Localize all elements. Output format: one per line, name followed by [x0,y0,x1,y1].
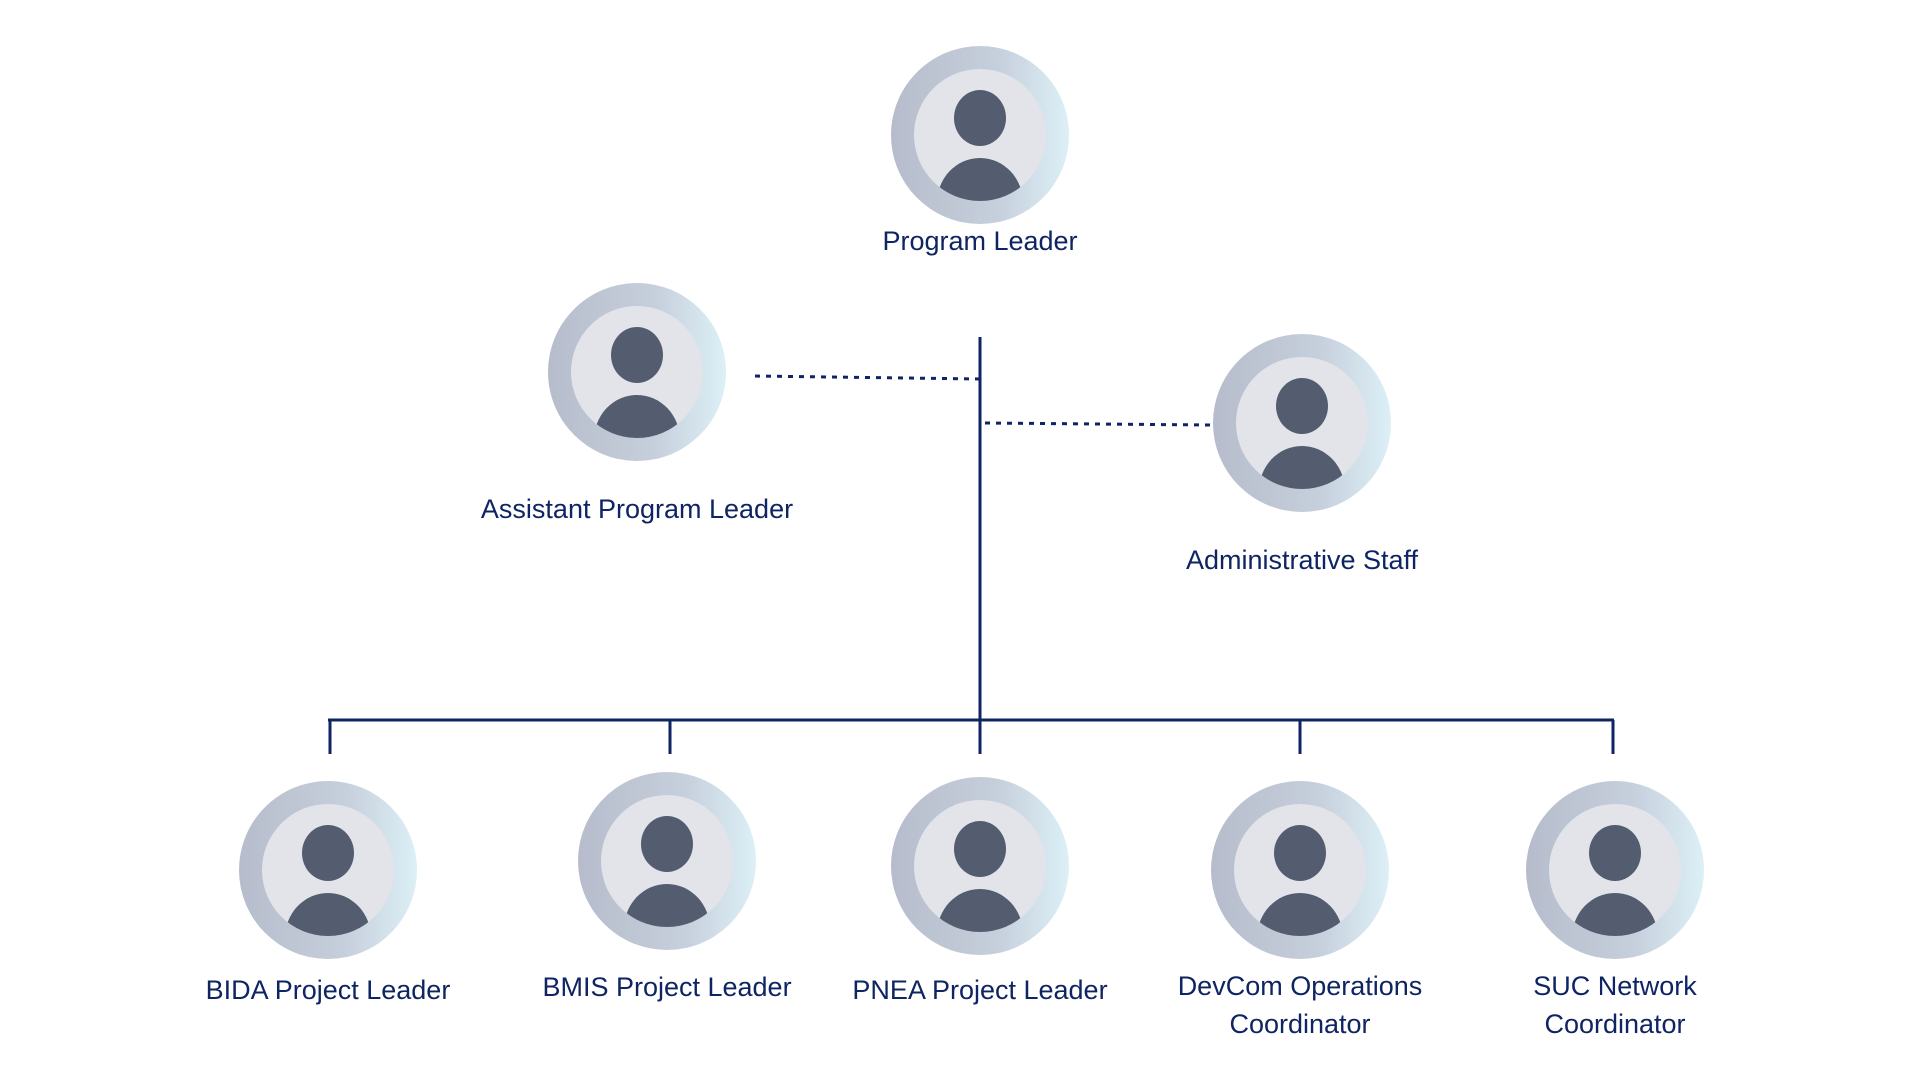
dotted-link-assistant [754,374,981,381]
node-label: BMIS Project Leader [542,972,792,1002]
person-avatar-icon [891,777,1069,955]
node-label: Administrative Staff [1185,545,1419,575]
node-label: BIDA Project Leader [205,975,451,1005]
person-avatar-icon [239,781,417,959]
node-label: SUC Network Coordinator [1533,971,1697,1039]
node-label: DevCom Operations Coordinator [1177,971,1423,1039]
node-label: PNEA Project Leader [852,975,1108,1005]
node-label: Assistant Program Leader [480,494,794,524]
dotted-link-admin-staff [984,421,1211,427]
person-avatar-icon [1213,334,1391,512]
person-avatar-icon [1211,781,1389,959]
person-avatar-icon [578,772,756,950]
node-label: Program Leader [882,226,1078,256]
person-avatar-icon [891,46,1069,224]
person-avatar-icon [548,283,726,461]
person-avatar-icon [1526,781,1704,959]
